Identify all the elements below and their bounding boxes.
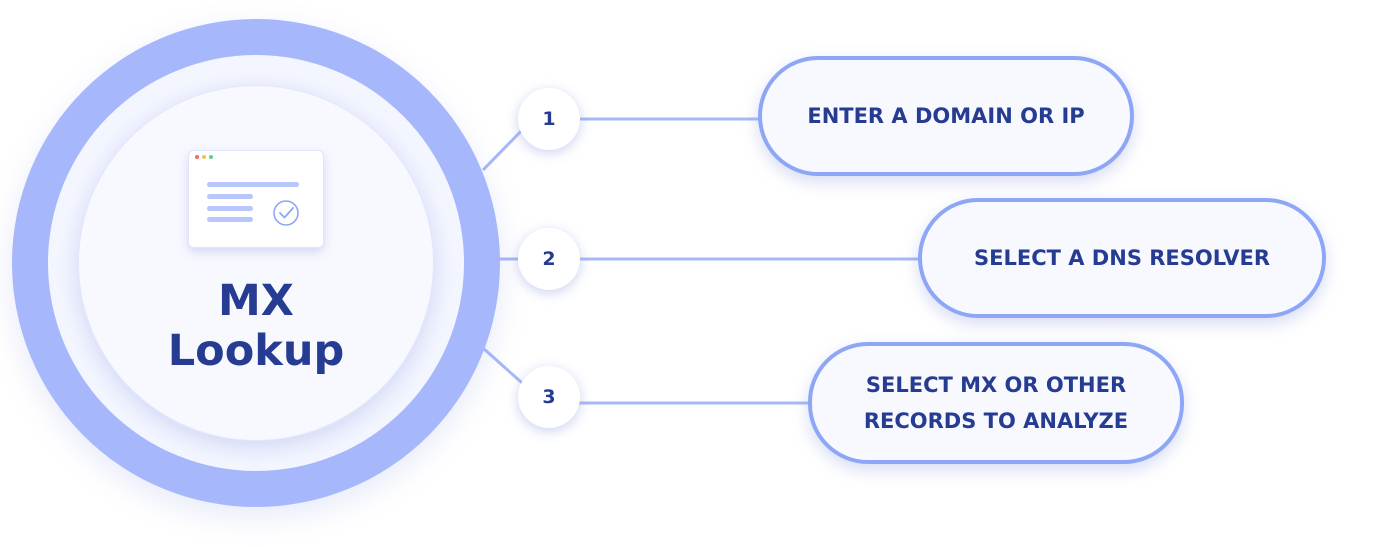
center-disc	[78, 85, 434, 441]
step-3-pill: SELECT MX OR OTHER RECORDS TO ANALYZE	[808, 342, 1184, 464]
step-2-label: SELECT A DNS RESOLVER	[974, 246, 1270, 270]
step-3-label-line-1: SELECT MX OR OTHER	[865, 373, 1127, 397]
title-line-1: MX	[218, 276, 294, 326]
page-title: MX Lookup	[130, 276, 382, 376]
red-dot-icon	[195, 155, 199, 159]
title-line-2: Lookup	[167, 326, 345, 376]
check-circle-icon	[273, 200, 299, 226]
step-3-label-line-2: RECORDS TO ANALYZE	[863, 409, 1129, 433]
content-bar	[207, 217, 253, 222]
step-1-number: 1	[518, 88, 580, 150]
browser-window-icon	[188, 150, 324, 248]
green-dot-icon	[209, 155, 213, 159]
step-2-number: 2	[518, 228, 580, 290]
content-bar	[207, 194, 253, 199]
step-1-pill: ENTER A DOMAIN OR IP	[758, 56, 1134, 176]
step-1-label: ENTER A DOMAIN OR IP	[807, 104, 1085, 128]
yellow-dot-icon	[202, 155, 206, 159]
content-bar	[207, 182, 299, 187]
window-dots	[195, 155, 213, 159]
step-3-number: 3	[518, 366, 580, 428]
step-2-pill: SELECT A DNS RESOLVER	[918, 198, 1326, 318]
content-bar	[207, 206, 253, 211]
